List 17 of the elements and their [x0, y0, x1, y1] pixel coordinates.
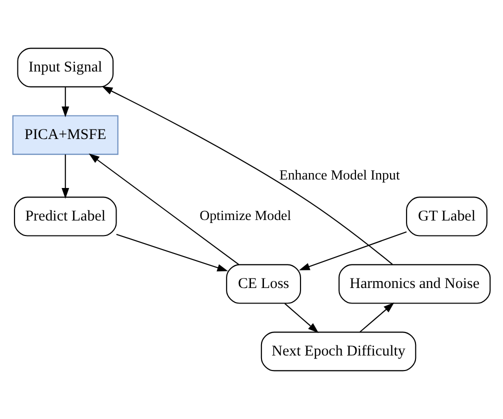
- arrow: [299, 231, 407, 270]
- node-box: Predict Label: [14, 196, 117, 236]
- node-box: PICA+MSFE: [12, 115, 118, 155]
- arrow: [62, 154, 70, 199]
- arrow: [284, 303, 319, 334]
- node-box: CE Loss: [226, 264, 302, 304]
- node-box: Next Epoch Difficulty: [260, 332, 416, 372]
- node-box: GT Label: [406, 196, 488, 236]
- arrow: [360, 302, 394, 332]
- node-box: Input Signal: [17, 48, 114, 88]
- arrow: [62, 87, 70, 118]
- arrow: [102, 86, 393, 265]
- arrow: [88, 153, 240, 266]
- edge-label: Enhance Model Input: [279, 168, 400, 184]
- arrow: [116, 234, 228, 272]
- node-box: Harmonics and Noise: [338, 264, 491, 304]
- edge-label: Optimize Model: [200, 209, 292, 224]
